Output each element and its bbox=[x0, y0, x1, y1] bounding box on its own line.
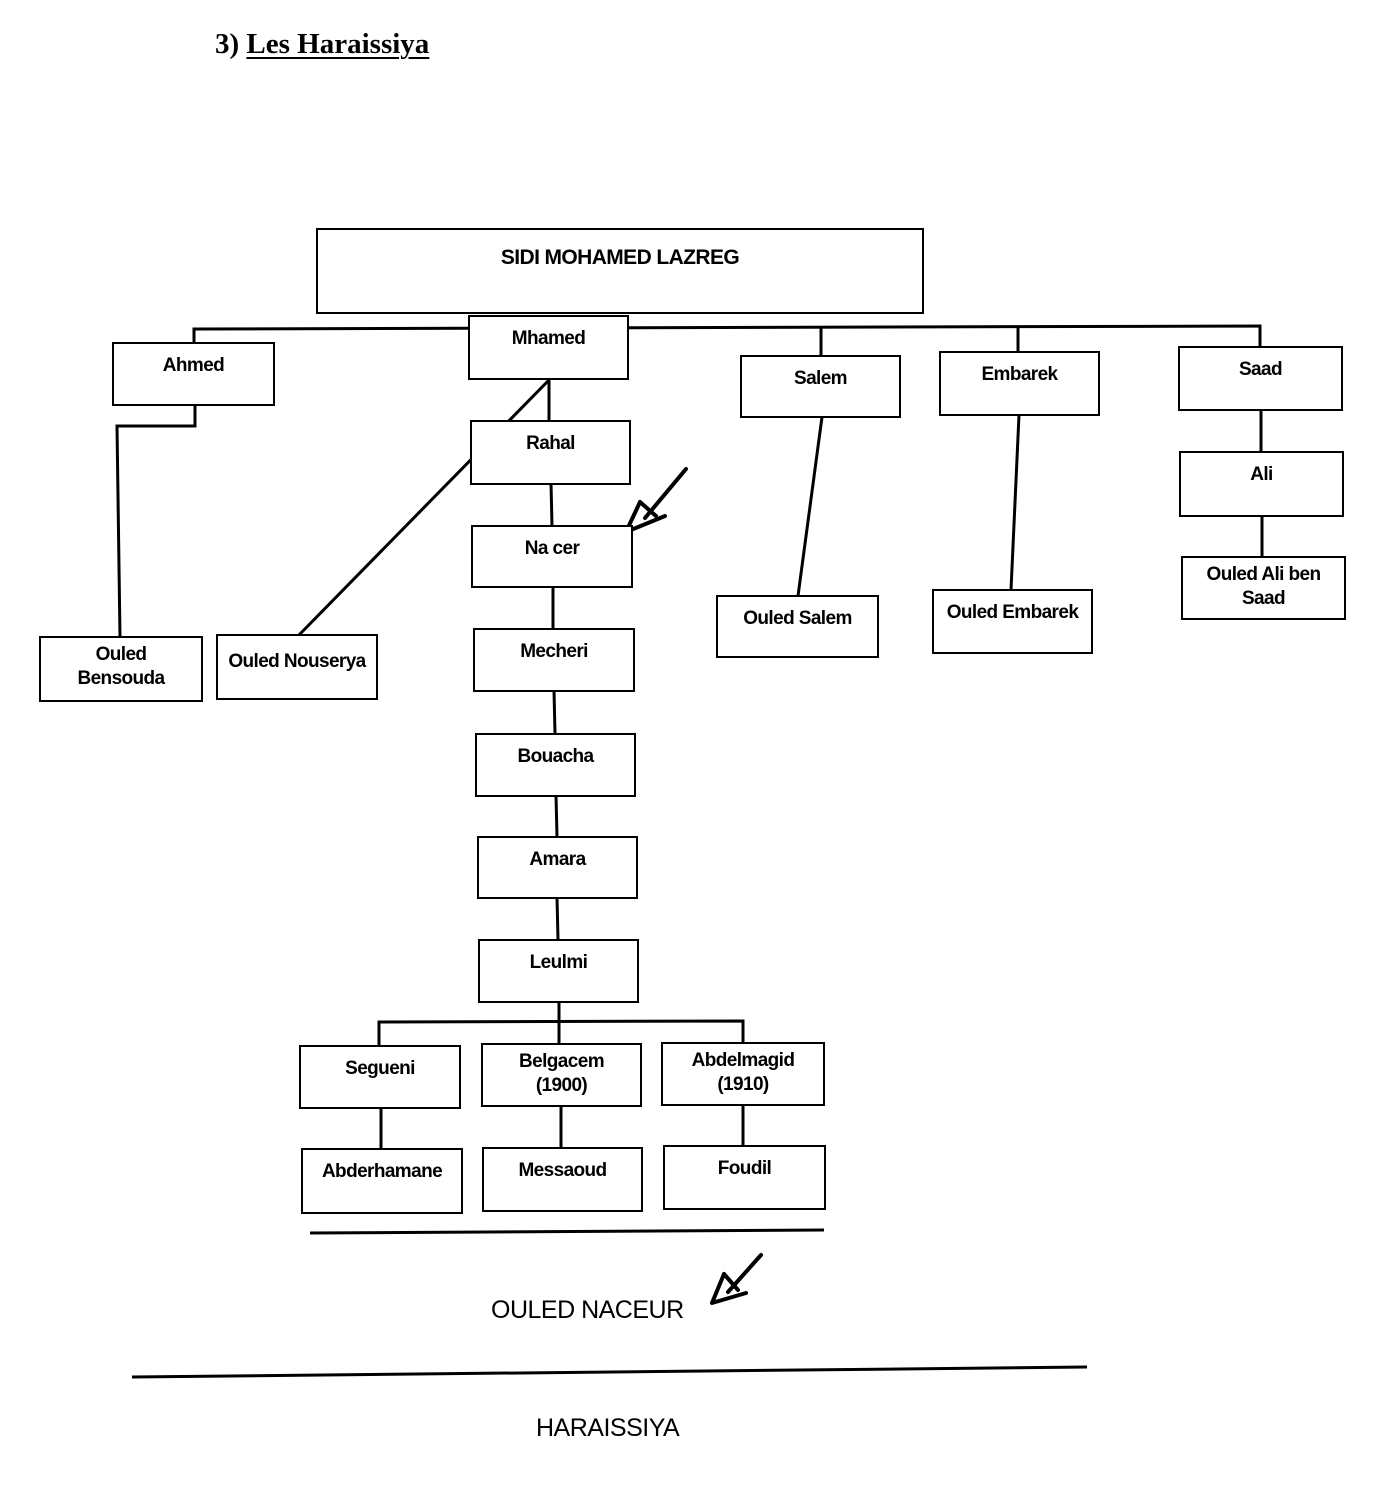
node-label: Leulmi bbox=[529, 952, 588, 973]
node-label: Mecheri bbox=[520, 641, 588, 662]
section-heading: 3) Les Haraissiya bbox=[215, 28, 429, 61]
node-ouled-bensouda: Ouled Bensouda bbox=[39, 636, 203, 702]
hand-arrow-icon-ouled-naceur bbox=[710, 1253, 763, 1305]
node-label: Ouled Bensouda bbox=[77, 644, 165, 689]
node-label: Salem bbox=[794, 368, 848, 389]
connector-mhamed-nouserya bbox=[296, 378, 551, 638]
node-abdelmagid: Abdelmagid (1910) bbox=[661, 1042, 825, 1106]
connector-ahmed-bensouda bbox=[115, 404, 197, 638]
separator-ouled-naceur bbox=[309, 1228, 825, 1235]
node-segueni: Segueni bbox=[299, 1045, 461, 1109]
node-mhamed: Mhamed bbox=[468, 315, 629, 380]
node-label: Na cer bbox=[524, 538, 580, 559]
node-messaoud: Messaoud bbox=[482, 1147, 643, 1212]
node-mecheri: Mecheri bbox=[473, 628, 635, 692]
node-label: Ali bbox=[1250, 464, 1273, 485]
node-ouled-salem: Ouled Salem bbox=[716, 595, 879, 658]
node-foudil: Foudil bbox=[663, 1145, 826, 1210]
node-label: Amara bbox=[529, 849, 586, 870]
node-label: Mhamed bbox=[511, 328, 586, 349]
connector-mecheri-bouacha bbox=[552, 689, 557, 735]
node-bouacha: Bouacha bbox=[475, 733, 636, 797]
node-leulmi: Leulmi bbox=[478, 939, 639, 1003]
node-ouled-nouserya: Ouled Nouserya bbox=[216, 634, 378, 700]
node-rahal: Rahal bbox=[470, 420, 631, 485]
node-label: Foudil bbox=[717, 1158, 772, 1179]
node-label: Belgacem (1900) bbox=[519, 1051, 605, 1096]
node-label: Ouled Salem bbox=[743, 608, 852, 629]
node-label: Abdelmagid (1910) bbox=[691, 1050, 795, 1095]
node-label: Saad bbox=[1238, 359, 1283, 380]
node-label: Segueni bbox=[345, 1058, 415, 1079]
connector-amara-leulmi bbox=[555, 896, 560, 941]
node-ali: Ali bbox=[1179, 451, 1344, 517]
heading-title: Les Haraissiya bbox=[246, 28, 430, 60]
connector-bouacha-amara bbox=[554, 794, 559, 838]
node-label: Ouled Nouserya bbox=[228, 651, 366, 672]
heading-number: 3) bbox=[215, 28, 240, 60]
node-root: SIDI MOHAMED LAZREG bbox=[316, 228, 924, 314]
separator-haraissiya bbox=[131, 1365, 1088, 1379]
node-label: Ouled Embarek bbox=[946, 602, 1079, 623]
node-belgacem: Belgacem (1900) bbox=[481, 1043, 642, 1107]
node-salem: Salem bbox=[740, 355, 901, 418]
connector-rahal-nacer bbox=[549, 482, 554, 527]
node-saad: Saad bbox=[1178, 346, 1343, 411]
connector-root-bus bbox=[192, 324, 1262, 348]
caption-ouled-naceur: OULED NACEUR bbox=[491, 1296, 684, 1324]
node-ouled-ali-ben-saad: Ouled Ali ben Saad bbox=[1181, 556, 1346, 620]
node-nacer: Na cer bbox=[471, 525, 633, 588]
connector-salem-ouled-salem bbox=[796, 416, 824, 597]
caption-haraissiya: HARAISSIYA bbox=[536, 1414, 680, 1442]
node-label: Bouacha bbox=[517, 746, 594, 767]
node-ahmed: Ahmed bbox=[112, 342, 275, 406]
connector-embarek-ouled-embarek bbox=[1009, 414, 1021, 591]
node-label: Rahal bbox=[526, 433, 575, 454]
node-amara: Amara bbox=[477, 836, 638, 899]
node-label: SIDI MOHAMED LAZREG bbox=[500, 246, 740, 269]
node-label: Embarek bbox=[981, 364, 1058, 385]
node-abderhamane: Abderhamane bbox=[301, 1148, 463, 1214]
hand-arrow-icon-nacer bbox=[624, 467, 688, 534]
node-label: Abderhamane bbox=[321, 1161, 443, 1182]
node-label: Ahmed bbox=[162, 355, 225, 376]
node-label: Ouled Ali ben Saad bbox=[1206, 564, 1322, 609]
connector-children-bus bbox=[377, 1019, 745, 1046]
node-embarek: Embarek bbox=[939, 351, 1100, 416]
node-ouled-embarek: Ouled Embarek bbox=[932, 589, 1093, 654]
node-label: Messaoud bbox=[518, 1160, 607, 1181]
